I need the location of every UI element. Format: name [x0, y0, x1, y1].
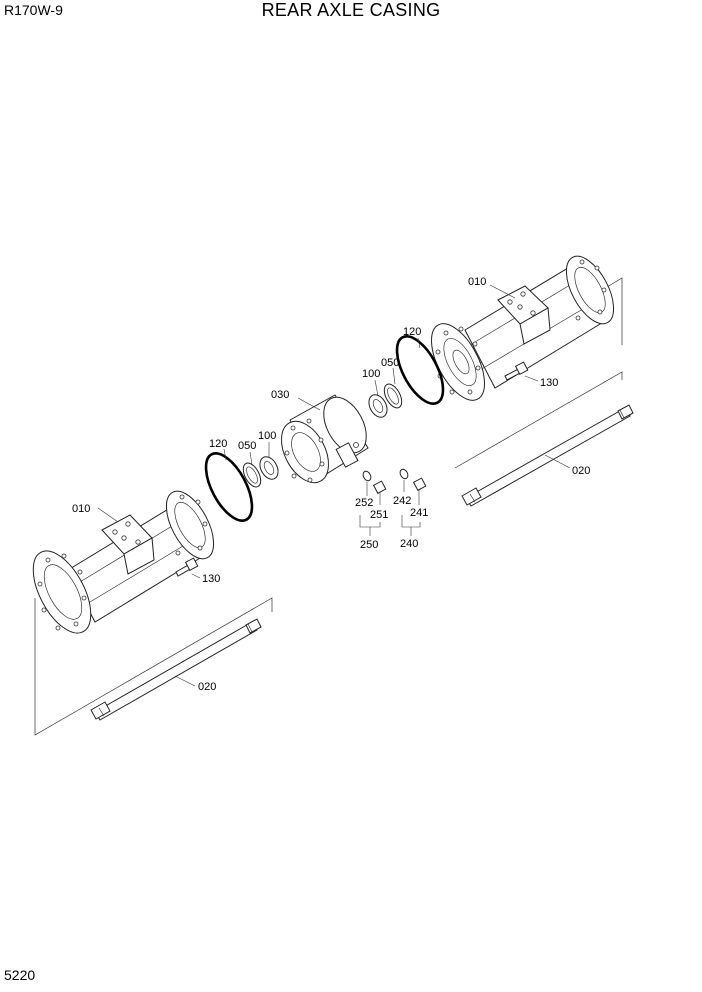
- axle-casing-right: [431, 255, 623, 401]
- ring-050-right: [383, 383, 403, 409]
- callout-240: 240: [400, 538, 418, 550]
- bolt-130-right: [504, 361, 529, 381]
- callout-250: 250: [360, 539, 378, 551]
- callout-020-left: 020: [198, 681, 216, 693]
- callout-241: 241: [410, 507, 428, 519]
- bolt-130-left: [175, 557, 199, 577]
- axle-shaft-right: [461, 404, 634, 507]
- shaft-right-bracket: [454, 371, 623, 469]
- callout-100-right: 100: [362, 368, 380, 380]
- callout-252: 252: [355, 497, 373, 509]
- page-title: REAR AXLE CASING: [261, 0, 441, 20]
- callout-242: 242: [393, 495, 411, 507]
- page-number: 5220: [4, 967, 36, 983]
- ring-050-left: [242, 462, 262, 488]
- callout-020-right: 020: [572, 465, 590, 477]
- callout-050-right: 050: [381, 357, 399, 369]
- bearing-100-left: [259, 456, 279, 480]
- callout-100-left: 100: [258, 430, 276, 442]
- plug-241: [412, 477, 427, 491]
- callout-120-left: 120: [209, 438, 227, 450]
- o-ring-242: [399, 468, 409, 480]
- bearing-100-right: [368, 394, 388, 418]
- o-ring-120-left: [204, 452, 254, 522]
- callout-050-left: 050: [238, 440, 256, 452]
- o-ring-252: [362, 470, 372, 482]
- callout-251: 251: [370, 509, 388, 521]
- axle-casing-left: [32, 490, 273, 736]
- axle-shaft-left: [90, 618, 262, 721]
- plug-251: [372, 480, 387, 494]
- model-code: R170W-9: [4, 2, 63, 18]
- callout-010-right: 010: [468, 276, 486, 288]
- o-ring-120-right: [395, 335, 445, 405]
- callout-010-left: 010: [72, 503, 90, 515]
- callout-030: 030: [271, 389, 289, 401]
- callout-130-left: 130: [202, 573, 220, 585]
- callout-120-right: 120: [403, 326, 421, 338]
- callout-130-right: 130: [540, 377, 558, 389]
- center-housing-030: [281, 394, 369, 484]
- leader-lines: [97, 284, 571, 687]
